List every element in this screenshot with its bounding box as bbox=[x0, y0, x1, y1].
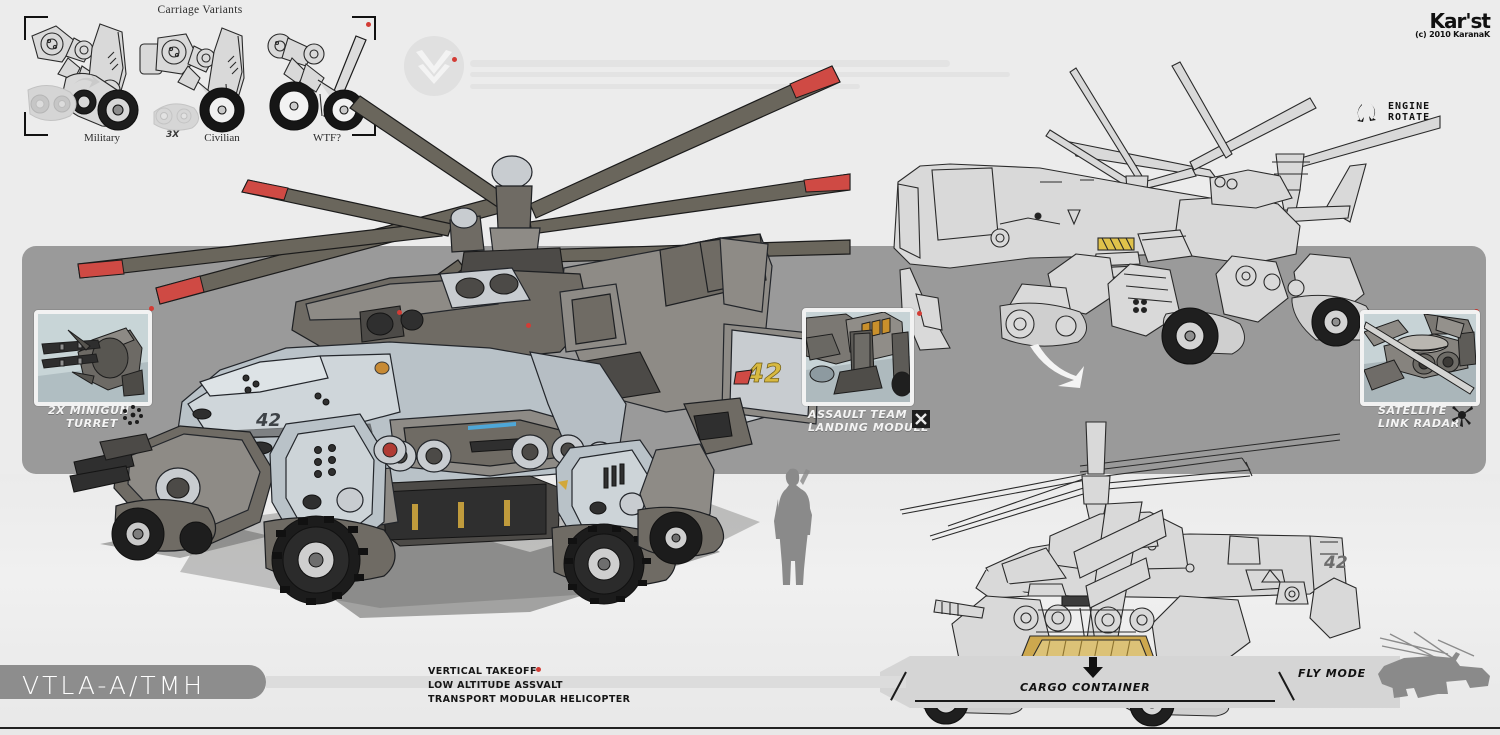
callout-thumb-minigun[interactable] bbox=[34, 310, 152, 406]
transform-arrow-icon bbox=[1030, 344, 1084, 388]
copyright-text: (c) 2010 KaranaK bbox=[1415, 30, 1490, 39]
decor-line bbox=[470, 84, 860, 89]
chevron-v-icon bbox=[416, 50, 452, 84]
red-accent-dot bbox=[366, 22, 371, 27]
callout-thumb-satellite-radar[interactable] bbox=[1360, 310, 1480, 406]
designation-title: VTLA-A/TMH bbox=[22, 671, 206, 700]
tail-section: 42 bbox=[559, 233, 821, 455]
lineart-tail-number: 42 bbox=[1323, 553, 1348, 573]
brand-mark: Kar'st bbox=[1429, 9, 1491, 33]
artist-signature: Kar'st (c) 2010 KaranaK bbox=[1415, 9, 1491, 39]
carriage-variant-label: Civilian bbox=[204, 132, 240, 144]
spec-lines: VERTICAL TAKEOFF LOW ALTITUDE ASSVALT TR… bbox=[428, 665, 630, 707]
cross-box-icon bbox=[912, 410, 930, 428]
nose-number: 42 bbox=[255, 410, 281, 431]
spec-line: TRANSPORT MODULAR HELICOPTER bbox=[428, 694, 631, 705]
engine-rotate-line1: ENGINE bbox=[1388, 101, 1431, 112]
title-stripe-decor bbox=[266, 676, 906, 688]
carriage-military-drawing bbox=[27, 23, 139, 131]
v-logo-watermark bbox=[404, 36, 464, 96]
carriage-variants-panel: Carriage Variants bbox=[0, 0, 400, 152]
engine-rotate-line2: ROTATE bbox=[1388, 112, 1431, 123]
cargo-container-label: CARGO CONTAINER bbox=[1020, 681, 1151, 694]
human-scale-figure bbox=[774, 468, 812, 585]
callout-label-satellite-radar: SATELLITE LINK RADAR bbox=[1378, 404, 1460, 430]
lineart-side-view bbox=[893, 61, 1441, 388]
carriage-variant-label: WTF? bbox=[312, 132, 342, 144]
red-accent-dot bbox=[149, 306, 154, 311]
engine-deck bbox=[291, 267, 627, 365]
upper-rotor-blades bbox=[155, 65, 851, 305]
nose-sensor bbox=[373, 435, 407, 465]
decor-line bbox=[470, 72, 1010, 77]
carriage-civilian-drawing bbox=[139, 27, 245, 133]
down-arrow-icon bbox=[1083, 657, 1103, 678]
carriage-variant-label: Military bbox=[83, 132, 121, 144]
rotor-hub bbox=[449, 155, 565, 279]
title-bar bbox=[0, 665, 266, 699]
callout-label-minigun: 2X MINIGUN TURRET bbox=[48, 404, 130, 430]
spec-line: LOW ALTITUDE ASSVALT bbox=[428, 680, 563, 691]
bottom-rule bbox=[0, 727, 1500, 729]
main-helicopter-render: 42 42 bbox=[69, 65, 851, 618]
minigun-dots-icon bbox=[123, 405, 143, 425]
weapon-pod-left bbox=[69, 425, 275, 561]
svg-text:3X: 3X bbox=[166, 130, 180, 140]
spec-line: VERTICAL TAKEOFF bbox=[428, 666, 537, 677]
rotate-arrow-icon bbox=[74, 74, 100, 88]
carriage-variants-title: Carriage Variants bbox=[157, 4, 243, 16]
red-accent-dot bbox=[397, 310, 402, 315]
fly-mode-silhouette bbox=[1378, 631, 1490, 698]
red-accent-dot bbox=[917, 311, 922, 316]
title-wedge-decor bbox=[880, 656, 1400, 708]
radar-star-icon bbox=[1452, 406, 1473, 427]
fly-mode-label: FLY MODE bbox=[1298, 667, 1366, 680]
leg-front-left bbox=[263, 413, 396, 605]
red-accent-dot bbox=[536, 667, 541, 672]
engine-rotate-annotation: ENGINE ROTATE bbox=[1352, 100, 1430, 124]
bracket-corner-icon bbox=[352, 16, 376, 40]
ground-indicator-line bbox=[915, 700, 1275, 702]
leg-far-right bbox=[637, 443, 725, 565]
rotate-arrows-icon bbox=[1357, 103, 1376, 122]
red-accent-dot bbox=[452, 57, 457, 62]
bracket-corner-icon bbox=[24, 112, 48, 136]
decor-line bbox=[470, 60, 950, 67]
bracket-corner-icon bbox=[24, 16, 48, 40]
callout-label-landing-module: ASSAULT TEAM LANDING MODULE bbox=[808, 408, 930, 434]
track-multiplier-ghost: 3X bbox=[153, 103, 199, 140]
callout-thumb-landing-module[interactable] bbox=[802, 308, 914, 406]
red-accent-dot bbox=[526, 323, 531, 328]
carriage-wtf-drawing bbox=[267, 33, 367, 131]
